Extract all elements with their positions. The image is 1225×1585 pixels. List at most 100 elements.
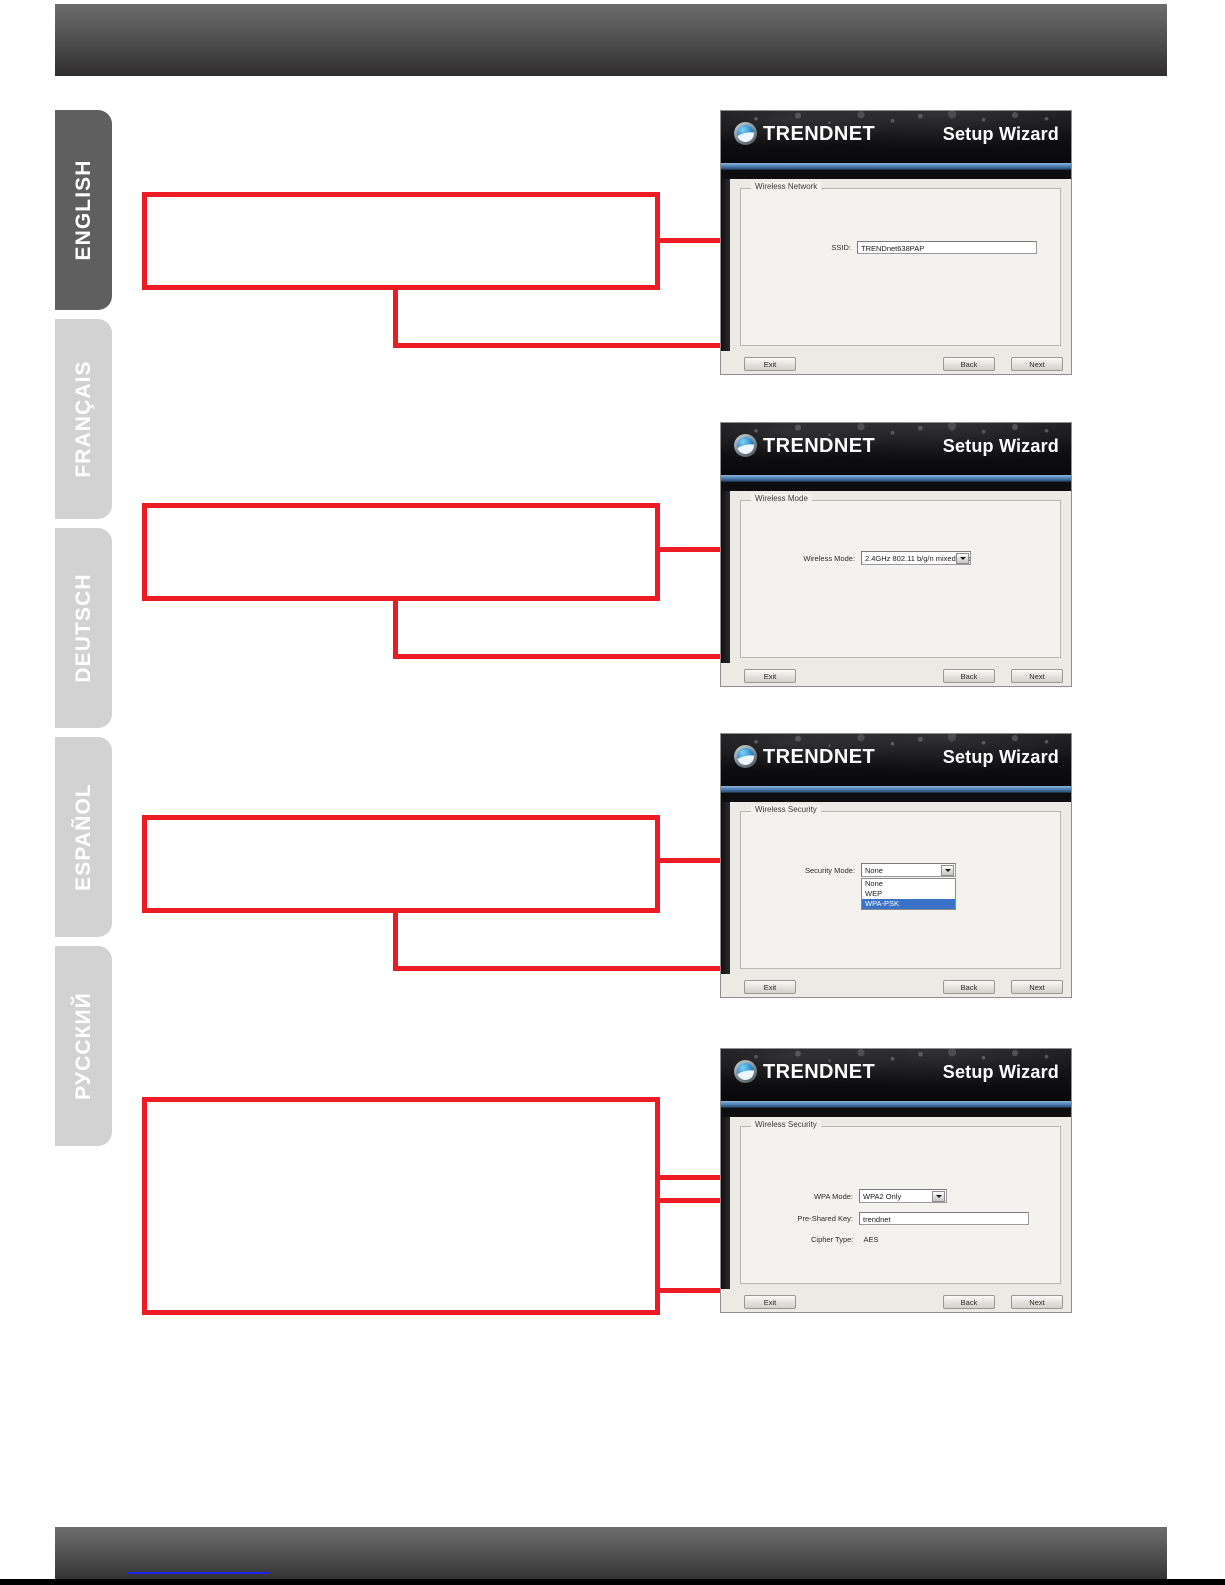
wizard-accent-line xyxy=(721,1101,1071,1108)
next-button[interactable]: Next xyxy=(1011,1295,1063,1309)
sidebar-item-label: FRANÇAIS xyxy=(71,360,95,478)
dropdown-option-none[interactable]: None xyxy=(865,879,883,888)
trendnet-globe-icon xyxy=(734,1060,757,1083)
wizard-strip xyxy=(721,170,1071,179)
setup-wizard-window-2: TRENDNET Setup Wizard Wireless Mode Wire… xyxy=(720,422,1072,687)
wpa-mode-value: WPA2 Only xyxy=(863,1192,902,1201)
brand-logo: TRENDNET xyxy=(734,745,875,768)
sidebar-item-espanol[interactable]: ESPAÑOL xyxy=(55,737,112,937)
wizard-left-edge xyxy=(721,802,730,974)
group-legend: Wireless Security xyxy=(751,805,821,814)
wizard-footer: Exit Back Next xyxy=(721,663,1071,686)
wizard-titlebar: TRENDNET Setup Wizard xyxy=(721,1049,1071,1101)
chevron-down-icon[interactable] xyxy=(941,865,954,876)
back-button[interactable]: Back xyxy=(943,1295,995,1309)
back-button[interactable]: Back xyxy=(943,357,995,371)
callout-connector-2b-vert xyxy=(393,601,398,659)
callout-connector-2b xyxy=(393,654,1003,659)
pre-shared-key-label: Pre-Shared Key: xyxy=(797,1214,853,1223)
back-button[interactable]: Back xyxy=(943,980,995,994)
ssid-label: SSID: xyxy=(831,243,851,252)
wpa-mode-field-row: WPA Mode: WPA2 Only xyxy=(803,1189,947,1203)
sidebar-item-russian[interactable]: РУССКИЙ xyxy=(55,946,112,1146)
wizard-strip xyxy=(721,793,1071,802)
exit-button[interactable]: Exit xyxy=(744,669,796,683)
page-bottom-rule xyxy=(0,1579,1225,1585)
group-wireless-security: Wireless Security WPA Mode: WPA2 Only Pr… xyxy=(740,1120,1061,1284)
security-mode-label: Security Mode: xyxy=(804,865,855,875)
security-mode-field-row: Security Mode: None xyxy=(797,863,956,877)
wizard-strip xyxy=(721,482,1071,491)
dropdown-option-wpa-psk[interactable]: WPA-PSK xyxy=(862,899,955,909)
back-button[interactable]: Back xyxy=(943,669,995,683)
brand-logo: TRENDNET xyxy=(734,1060,875,1083)
wireless-mode-value: 2.4GHz 802.11 b/g/n mixed mode xyxy=(865,554,971,563)
callout-box-3 xyxy=(142,815,660,913)
callout-box-4 xyxy=(142,1097,660,1315)
titlebar-texture xyxy=(721,734,1071,760)
wizard-titlebar: TRENDNET Setup Wizard xyxy=(721,734,1071,786)
exit-button[interactable]: Exit xyxy=(744,980,796,994)
sidebar-item-label: DEUTSCH xyxy=(71,573,95,683)
titlebar-texture xyxy=(721,1049,1071,1075)
wizard-title: Setup Wizard xyxy=(942,124,1059,144)
wizard-titlebar: TRENDNET Setup Wizard xyxy=(721,423,1071,475)
page-footer-bar xyxy=(55,1527,1167,1585)
wizard-title: Setup Wizard xyxy=(942,436,1059,456)
wizard-left-edge xyxy=(721,491,730,663)
security-mode-select[interactable]: None xyxy=(861,863,956,877)
next-button[interactable]: Next xyxy=(1011,980,1063,994)
titlebar-texture xyxy=(721,423,1071,449)
next-button[interactable]: Next xyxy=(1011,669,1063,683)
wizard-accent-line xyxy=(721,475,1071,482)
wizard-body: Wireless Security WPA Mode: WPA2 Only Pr… xyxy=(721,1117,1071,1289)
pre-shared-key-input[interactable]: trendnet xyxy=(859,1212,1029,1225)
cipher-type-label: Cipher Type: xyxy=(811,1235,854,1244)
cipher-type-row: Cipher Type: AES xyxy=(811,1235,879,1244)
page-header-bar xyxy=(55,4,1167,76)
wizard-left-edge xyxy=(721,179,730,351)
callout-connector-2a xyxy=(660,547,768,552)
callout-box-2 xyxy=(142,503,660,601)
security-mode-dropdown[interactable]: None WEP WPA-PSK xyxy=(861,878,956,910)
wireless-mode-field-row: Wireless Mode: 2.4GHz 802.11 b/g/n mixed… xyxy=(793,551,971,565)
pre-shared-key-field-row: Pre-Shared Key: trendnet xyxy=(783,1212,1029,1225)
brand-name: TRENDNET xyxy=(763,122,876,145)
sidebar-item-label: РУССКИЙ xyxy=(71,992,95,1100)
wizard-title: Setup Wizard xyxy=(942,747,1059,767)
chevron-down-icon[interactable] xyxy=(932,1191,945,1202)
sidebar-item-francais[interactable]: FRANÇAIS xyxy=(55,319,112,519)
sidebar-item-deutsch[interactable]: DEUTSCH xyxy=(55,528,112,728)
callout-connector-3b-vert xyxy=(393,913,398,971)
wpa-mode-select[interactable]: WPA2 Only xyxy=(859,1189,947,1203)
brand-logo: TRENDNET xyxy=(734,434,875,457)
wizard-left-edge xyxy=(721,1117,730,1289)
sidebar-item-label: ENGLISH xyxy=(71,159,95,261)
group-legend: Wireless Security xyxy=(751,1120,821,1129)
trendnet-globe-icon xyxy=(734,122,757,145)
callout-connector-1b-vert xyxy=(393,290,398,348)
dropdown-option-wep[interactable]: WEP xyxy=(865,889,883,898)
wireless-mode-select[interactable]: 2.4GHz 802.11 b/g/n mixed mode xyxy=(861,551,971,565)
trendnet-globe-icon xyxy=(734,745,757,768)
callout-box-1 xyxy=(142,192,660,290)
brand-name: TRENDNET xyxy=(763,1060,876,1083)
wizard-accent-line xyxy=(721,786,1071,793)
wizard-titlebar: TRENDNET Setup Wizard xyxy=(721,111,1071,163)
group-wireless-network: Wireless Network SSID: TRENDnet638PAP xyxy=(740,182,1061,346)
wizard-footer: Exit Back Next xyxy=(721,974,1071,997)
chevron-down-icon[interactable] xyxy=(956,553,969,564)
wireless-mode-label: Wireless Mode: xyxy=(803,553,855,563)
exit-button[interactable]: Exit xyxy=(744,1295,796,1309)
ssid-input[interactable]: TRENDnet638PAP xyxy=(857,241,1037,254)
cipher-type-value: AES xyxy=(863,1235,879,1244)
wizard-accent-line xyxy=(721,163,1071,170)
wizard-footer: Exit Back Next xyxy=(721,1289,1071,1312)
exit-button[interactable]: Exit xyxy=(744,357,796,371)
wpa-mode-label: WPA Mode: xyxy=(813,1191,853,1201)
sidebar-item-english[interactable]: ENGLISH xyxy=(55,110,112,310)
next-button[interactable]: Next xyxy=(1011,357,1063,371)
trendnet-globe-icon xyxy=(734,434,757,457)
footer-link-underline[interactable] xyxy=(128,1572,270,1574)
